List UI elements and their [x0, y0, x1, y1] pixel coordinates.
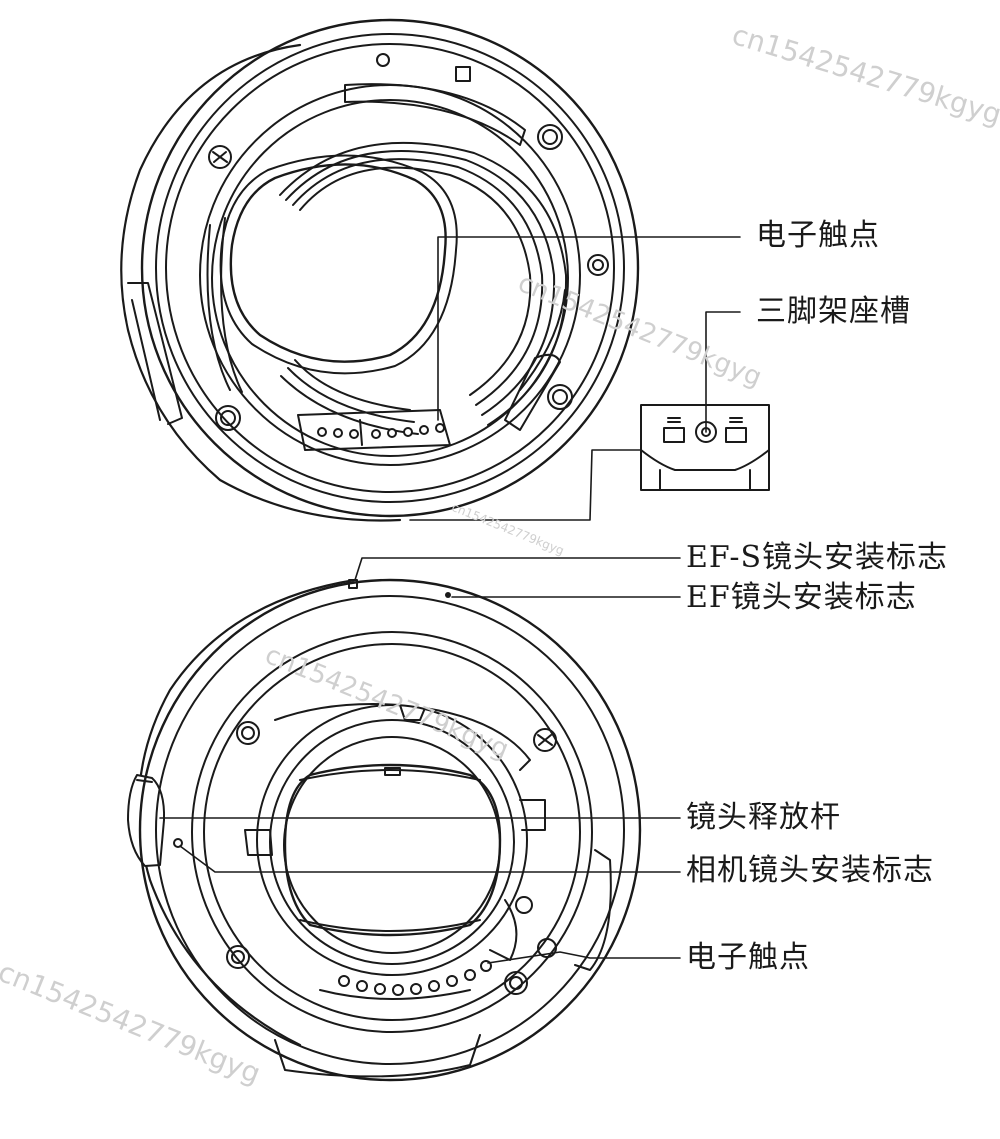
label-camera-mark: 相机镜头安装标志	[686, 853, 934, 888]
callout-efs-mark	[354, 557, 681, 581]
top-screws	[208, 53, 609, 431]
top-contact-pins	[317, 423, 445, 439]
lens-release-lever	[127, 774, 166, 867]
label-efs-mark: EF-S镜头安装标志	[686, 540, 949, 575]
callout-tripod-socket	[705, 311, 741, 433]
camera-mount-mark	[173, 838, 183, 848]
label-ef-mark: EF镜头安装标志	[686, 580, 917, 615]
bottom-outer-ring	[138, 578, 642, 1082]
label-top-contacts: 电子触点	[756, 218, 880, 253]
top-lens-opening	[229, 163, 447, 363]
callout-tripod-inset	[409, 449, 642, 521]
ef-mount-mark	[445, 592, 451, 598]
tripod-socket-inset	[640, 404, 770, 491]
top-outer-ring	[140, 18, 640, 518]
callout-bottom-contacts	[487, 951, 681, 964]
label-tripod-socket: 三脚架座槽	[756, 294, 911, 329]
efs-mount-mark	[348, 579, 358, 589]
bottom-lens-opening	[283, 763, 502, 937]
bottom-adapter-view	[127, 578, 642, 1082]
bottom-screws	[226, 721, 557, 995]
label-release-lever: 镜头释放杆	[686, 800, 841, 835]
callout-camera-mark	[179, 845, 681, 873]
callout-lines	[159, 236, 741, 964]
top-adapter-view	[120, 18, 640, 522]
label-bottom-contacts: 电子触点	[686, 940, 810, 975]
callout-top-contacts	[437, 236, 741, 421]
